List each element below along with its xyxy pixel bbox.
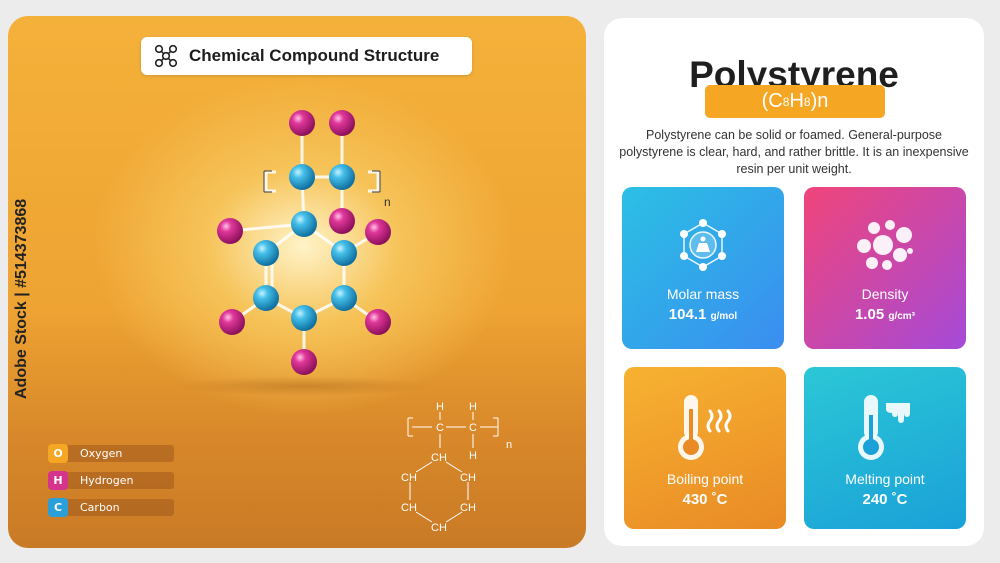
carbon-atom (289, 164, 315, 190)
formula-ring-ch: CH (431, 522, 447, 534)
boiling-point-unit: ˚C (711, 491, 728, 508)
compound-description: Polystyrene can be solid or foamed. Gene… (619, 128, 969, 176)
legend-label-carbon: Carbon (64, 499, 174, 516)
hydrogen-atom (365, 219, 391, 245)
formula-ring-ch: CH (401, 502, 417, 514)
formula-h-top-left: H (436, 401, 444, 413)
melting-point-unit: ˚C (891, 491, 908, 508)
boiling-point-card: Boiling point 430 ˚C (624, 367, 786, 529)
molecule-weight-icon (680, 219, 726, 271)
legend-badge-hydrogen: H (48, 471, 68, 490)
formula-ring-ch: CH (401, 472, 417, 484)
bubbles-icon (857, 220, 913, 270)
structure-title-pill: Chemical Compound Structure (141, 37, 472, 75)
density-card: Density 1.05 g/cm³ (804, 187, 966, 349)
molar-mass-card: Molar mass 104.1 g/mol (622, 187, 784, 349)
legend-item-carbon: C Carbon (48, 498, 174, 517)
formula-open: ( (761, 90, 769, 112)
structure-title: Chemical Compound Structure (189, 46, 440, 65)
polymer-repeat-label: n (384, 195, 391, 209)
thermometer-melt-icon (858, 395, 910, 460)
molar-mass-unit: g/mol (710, 311, 738, 322)
melting-point-label: Melting point (845, 471, 925, 487)
legend-item-hydrogen: H Hydrogen (48, 471, 174, 490)
legend-badge-carbon: C (48, 498, 68, 517)
formula-h-top-right: H (469, 401, 477, 413)
melting-point-value: 240 ˚C (804, 491, 966, 508)
density-value: 1.05 g/cm³ (804, 306, 966, 323)
structure-panel: Chemical Compound Structure (8, 16, 586, 548)
molar-mass-label: Molar mass (666, 286, 740, 302)
carbon-atom (291, 305, 317, 331)
hydrogen-atom (329, 110, 355, 136)
formula-close: ) (810, 90, 818, 112)
carbon-atom (291, 211, 317, 237)
formula-carbon: C (768, 90, 783, 112)
legend-item-oxygen: O Oxygen (48, 444, 174, 463)
carbon-atom (253, 240, 279, 266)
molar-mass-value: 104.1 g/mol (622, 306, 784, 323)
boiling-point-number: 430 (682, 491, 708, 508)
carbon-atom (331, 240, 357, 266)
legend-label-oxygen: Oxygen (64, 445, 174, 462)
hydrogen-atom (291, 349, 317, 375)
density-unit: g/cm³ (888, 311, 916, 322)
legend-badge-oxygen: O (48, 444, 68, 463)
density-number: 1.05 (854, 306, 885, 323)
structural-formula: H H C C n CH H CH CH CH CH CH (401, 401, 512, 534)
density-label: Density (861, 286, 909, 302)
formula-c-right: C (469, 422, 477, 434)
formula-hydrogen: H (789, 90, 804, 112)
melting-point-number: 240 (862, 491, 888, 508)
floor-shadow (8, 376, 586, 396)
legend-label-hydrogen: Hydrogen (64, 472, 174, 489)
molecule-icon (154, 44, 178, 68)
formula-repeat-n: n (506, 439, 512, 451)
formula-hydrogen-count: 8 (803, 94, 811, 109)
formula-h-mid: H (469, 450, 477, 462)
hydrogen-atom (365, 309, 391, 335)
formula-carbon-count: 8 (782, 94, 790, 109)
atom-legend: O Oxygen H Hydrogen C Carbon (48, 444, 174, 525)
melting-point-card: Melting point 240 ˚C (804, 367, 966, 529)
ball-and-stick-model: n (217, 110, 391, 375)
molar-mass-number: 104.1 (668, 306, 707, 323)
boiling-point-label: Boiling point (666, 471, 744, 487)
formula-c-left: C (436, 422, 444, 434)
boiling-point-value: 430 ˚C (624, 491, 786, 508)
hydrogen-atom (219, 309, 245, 335)
carbon-atom (253, 285, 279, 311)
hydrogen-atom (217, 218, 243, 244)
hydrogen-atom (329, 208, 355, 234)
stock-caption: Adobe Stock | #514373868 (13, 198, 30, 399)
formula-ring-ch: CH (460, 502, 476, 514)
carbon-atom (331, 285, 357, 311)
thermometer-hot-icon (678, 395, 732, 460)
formula-ring-ch: CH (431, 452, 447, 464)
formula-suffix: n (817, 90, 829, 112)
carbon-atom (329, 164, 355, 190)
formula-ring-ch: CH (460, 472, 476, 484)
hydrogen-atom (289, 110, 315, 136)
